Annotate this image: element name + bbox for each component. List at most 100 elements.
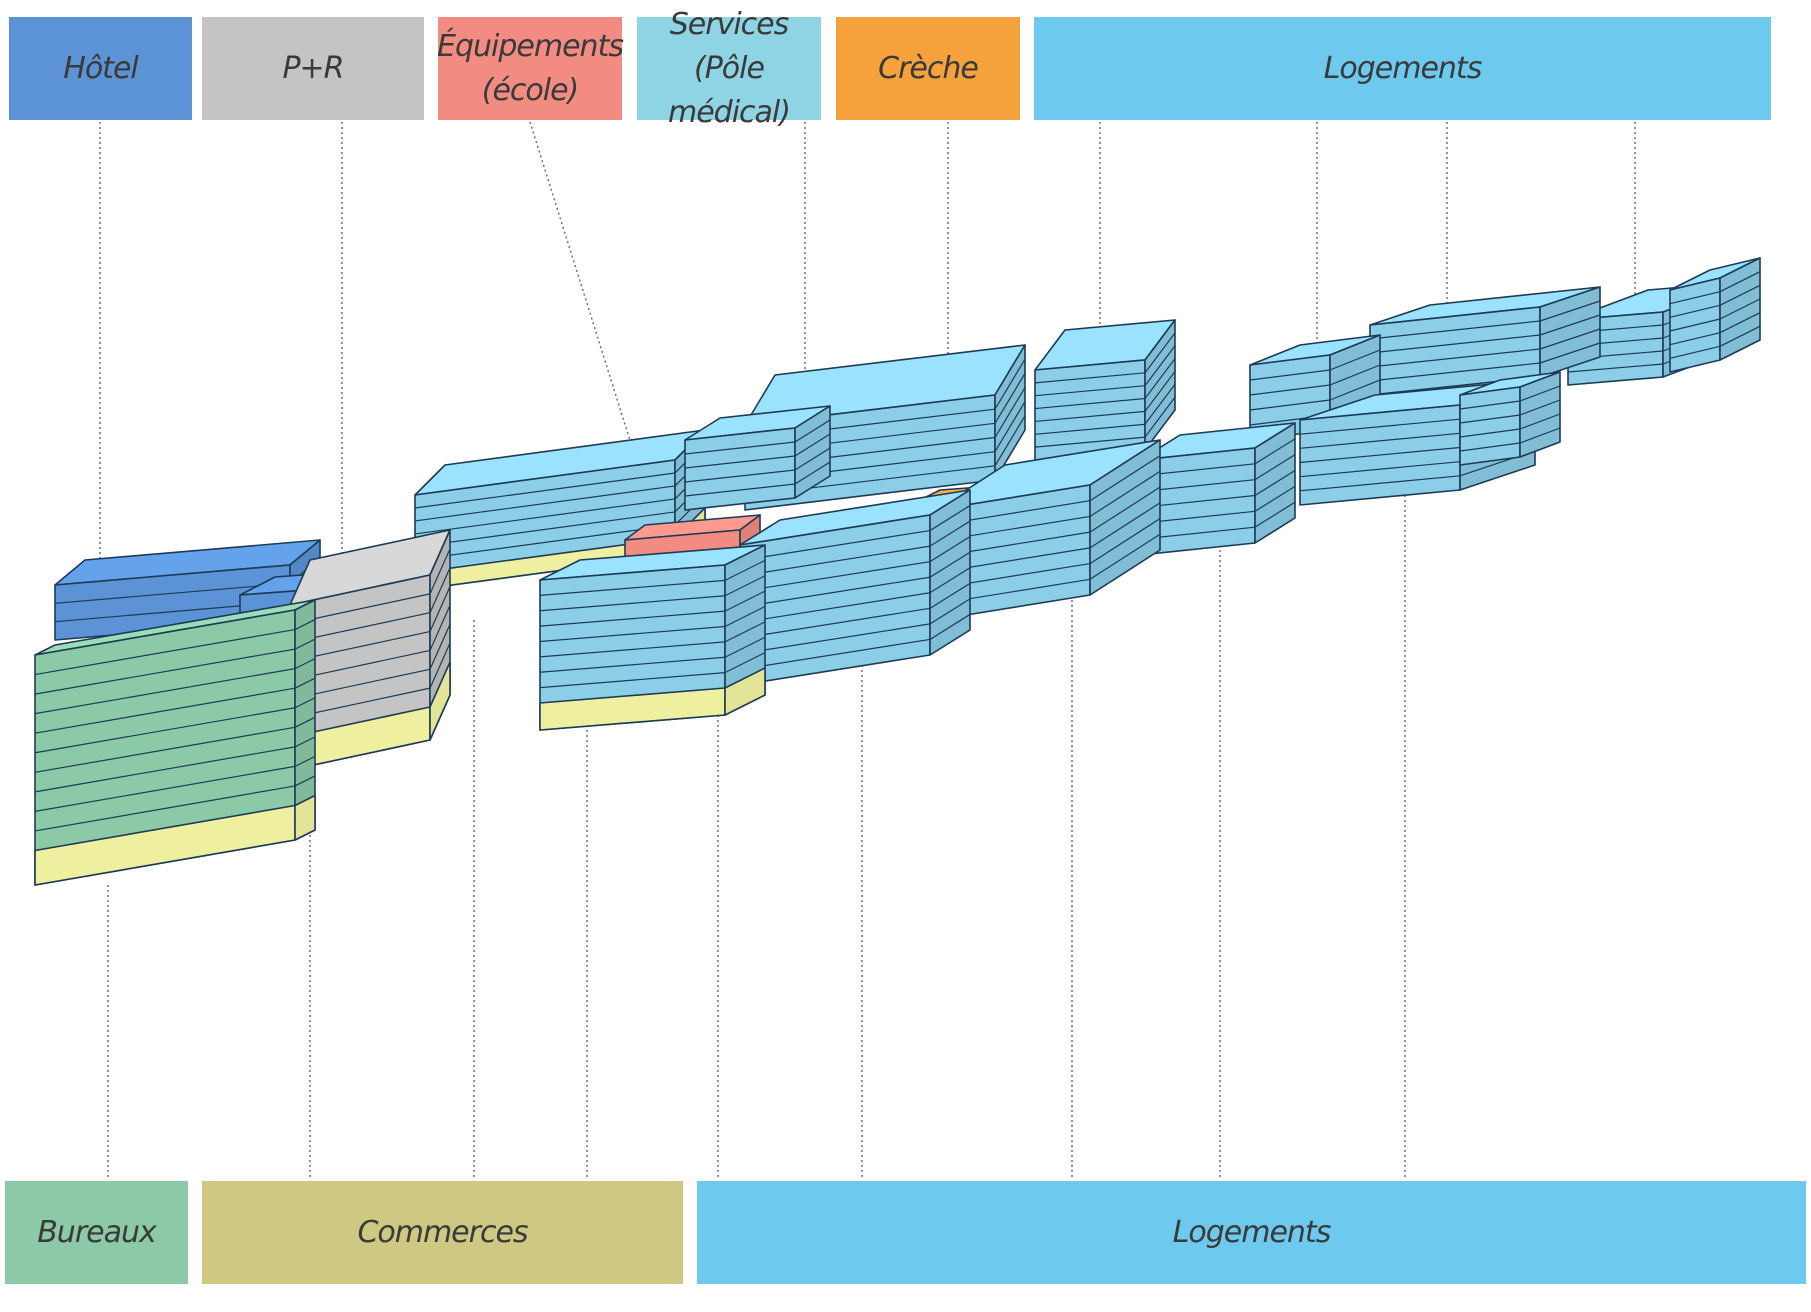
logements-block-front-2-floor-line xyxy=(929,567,971,594)
logements-block-mid-1-floor-line xyxy=(1144,358,1176,399)
bureaux-block-floor-line xyxy=(294,697,316,709)
services-block-floor-line xyxy=(684,441,796,455)
label-logements-top-text: Logements xyxy=(1323,50,1483,86)
logements-block-mid-1-floor-line xyxy=(1144,371,1176,412)
logements-block-back-left-floor-line xyxy=(414,472,676,509)
logements-block-mid-1-floor-line xyxy=(1034,397,1146,410)
label-logements-bottom-text: Logements xyxy=(1172,1214,1332,1250)
logements-block-mid-2-floor-line xyxy=(1254,454,1296,481)
logements-block-front-1-floor-line xyxy=(724,575,766,597)
parking-block-floor-line xyxy=(429,548,451,595)
logements-block-right-2-floor-line xyxy=(1369,320,1541,340)
bureaux-block-floor-line xyxy=(34,765,296,812)
logements-block-mid-1-floor-line xyxy=(1034,385,1146,397)
logements-block-right-2-floor-line xyxy=(1369,334,1541,354)
logements-block-front-2-floor-line xyxy=(929,582,971,609)
logements-block-front-1-floor-line xyxy=(724,559,766,581)
parking-block-floor-line xyxy=(429,642,451,689)
logements-block-mid-1-side xyxy=(1144,319,1176,451)
logements-block-right-5-side xyxy=(1519,371,1561,458)
logements-block-mid-2-floor-line xyxy=(1254,438,1296,465)
logements-block-front-1-floor-line xyxy=(539,610,726,627)
label-bureaux: Bureaux xyxy=(5,1181,188,1284)
logements-block-mid-2-floor-line xyxy=(1254,469,1296,497)
bureaux-block-ground-side xyxy=(294,794,316,841)
logements-block-front-2-floor-line xyxy=(929,613,971,640)
services-block-floor-line xyxy=(684,483,796,497)
logements-block-right-5-floor-line xyxy=(1459,442,1521,452)
logements-block-front-2-floor-line xyxy=(739,638,931,671)
label-commerces-text: Commerces xyxy=(357,1214,528,1250)
logements-block-right-4-floor-line xyxy=(1299,432,1461,449)
logements-block-front-3-side xyxy=(1089,439,1161,596)
parking-block-floor-line xyxy=(429,605,451,651)
logements-block-front-2-side xyxy=(929,489,971,656)
label-hotel-text: Hôtel xyxy=(63,50,138,86)
parking-block-floor-line xyxy=(429,567,451,613)
services-block-side xyxy=(794,405,831,499)
logements-block-right-5-floor-line xyxy=(1519,385,1561,402)
logements-block-front-1-floor-line xyxy=(539,656,726,673)
logements-block-front-2-floor-line xyxy=(739,592,931,624)
logements-block-front-2-floor-line xyxy=(929,598,971,625)
bureaux-block-floor-line xyxy=(294,755,316,767)
logements-block-right-3-floor-line xyxy=(1329,364,1381,386)
logements-block-mid-1-floor-line xyxy=(1034,372,1146,384)
bureaux-block-floor-line xyxy=(294,619,316,631)
logements-block-front-2-floor-line xyxy=(929,536,971,563)
logements-block-front-3-floor-line xyxy=(1089,533,1161,580)
logements-block-mid-1-floor-line xyxy=(1034,410,1146,423)
buildings xyxy=(34,257,1761,886)
logements-block-back-long-floor-line xyxy=(994,387,1026,438)
logements-block-front-2-floor-line xyxy=(739,529,931,562)
logements-block-mid-1-floor-line xyxy=(1144,345,1176,387)
logements-block-back-long-floor-line xyxy=(994,358,1026,410)
parking-block-ground-side xyxy=(429,661,451,741)
bureaux-block-floor-line xyxy=(294,638,316,650)
bureaux-block-floor-line xyxy=(34,687,296,734)
logements-block-front-1-floor-line xyxy=(724,652,766,674)
logements-block-front-1-floor-line xyxy=(724,621,766,643)
logements-block-back-left-floor-line xyxy=(414,511,676,548)
label-logements-bottom: Logements xyxy=(697,1181,1806,1284)
logements-block-back-left-floor-line xyxy=(414,524,676,561)
logements-block-far-right-tower-floor-line xyxy=(1669,291,1721,305)
bureaux-block-floor-line xyxy=(294,658,316,670)
label-bureaux-text: Bureaux xyxy=(37,1214,157,1250)
logements-block-right-5-floor-line xyxy=(1519,427,1561,444)
logements-block-far-right-tower-floor-line xyxy=(1669,332,1721,346)
logements-block-far-right-tower-floor-line xyxy=(1669,345,1721,359)
logements-block-mid-1-floor-line xyxy=(1034,423,1146,435)
logements-block-front-3-floor-line xyxy=(1089,502,1161,549)
logements-block-front-3-floor-line xyxy=(1089,518,1161,565)
logements-block-mid-1-floor-line xyxy=(1144,332,1176,374)
bureaux-block-floor-line xyxy=(34,746,296,793)
bureaux-block-floor-line xyxy=(294,775,316,787)
services-block-floor-line xyxy=(684,469,796,483)
logements-block-right-4-floor-line xyxy=(1299,461,1461,478)
logements-block-far-right-tower-floor-line xyxy=(1719,312,1761,334)
logements-block-front-1-floor-line xyxy=(539,625,726,643)
logements-block-right-5-floor-line xyxy=(1459,400,1521,410)
label-services-text: Services (Pôle médical) xyxy=(668,6,791,130)
logements-block-far-right-floor-line xyxy=(1567,363,1664,373)
logements-block-back-long-floor-line xyxy=(994,415,1026,467)
logements-block-front-3-floor-line xyxy=(1089,470,1161,517)
logements-block-far-right-tower-floor-line xyxy=(1669,318,1721,332)
bureaux-block-floor-line xyxy=(294,716,316,728)
logements-block-front-2-floor-line xyxy=(929,505,971,532)
bureaux-block-floor-line xyxy=(34,785,296,832)
logements-block-mid-1-floor-line xyxy=(1144,396,1176,438)
logements-block-right-2-floor-line xyxy=(1539,328,1601,350)
logements-block-front-1-ground-side xyxy=(724,667,766,716)
logements-block-right-5-floor-line xyxy=(1519,399,1561,416)
bureaux-block-floor-line xyxy=(34,726,296,773)
label-commerces: Commerces xyxy=(202,1181,683,1284)
services-block-floor-line xyxy=(794,433,831,457)
logements-block-back-long-floor-line xyxy=(994,401,1026,452)
label-creche-text: Crèche xyxy=(878,50,979,86)
logements-block-front-3-floor-line xyxy=(1089,455,1161,502)
logements-block-front-1-floor-line xyxy=(724,590,766,612)
label-equipements-text: Équipements (école) xyxy=(437,28,624,108)
logements-block-mid-2-floor-line xyxy=(1254,501,1296,528)
